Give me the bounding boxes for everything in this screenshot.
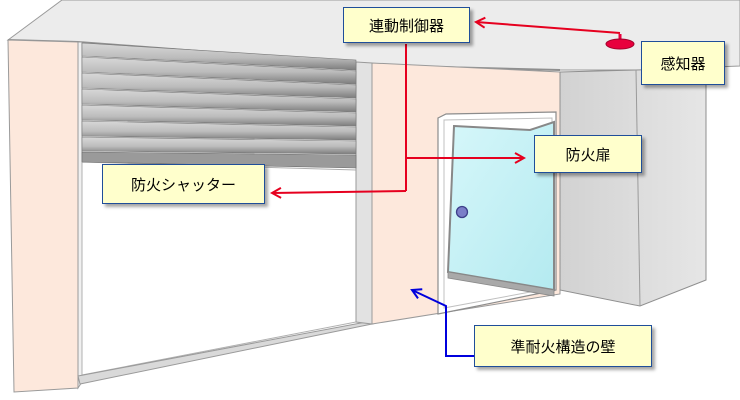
fire-shutter-slats bbox=[81, 42, 357, 169]
ceiling-detector-icon bbox=[605, 34, 635, 50]
arrow-wall-label bbox=[412, 290, 474, 357]
fire-shutter-label: 防火シャッター bbox=[102, 164, 265, 204]
controller-label: 連動制御器 bbox=[343, 7, 470, 43]
arrow-controller-to-shutter bbox=[272, 191, 407, 193]
wall-label: 準耐火構造の壁 bbox=[474, 325, 652, 367]
fire-door-panel bbox=[446, 120, 555, 292]
shutter-jamb-left bbox=[77, 41, 83, 390]
shutter-jamb-right bbox=[355, 61, 373, 325]
wall-left bbox=[7, 39, 79, 393]
arrow-detector-to-controller bbox=[476, 22, 621, 34]
wall-return-box bbox=[559, 67, 707, 307]
fire-door-label: 防火扉 bbox=[534, 135, 642, 173]
door-knob-icon bbox=[455, 205, 469, 219]
detector-label: 感知器 bbox=[641, 41, 725, 85]
